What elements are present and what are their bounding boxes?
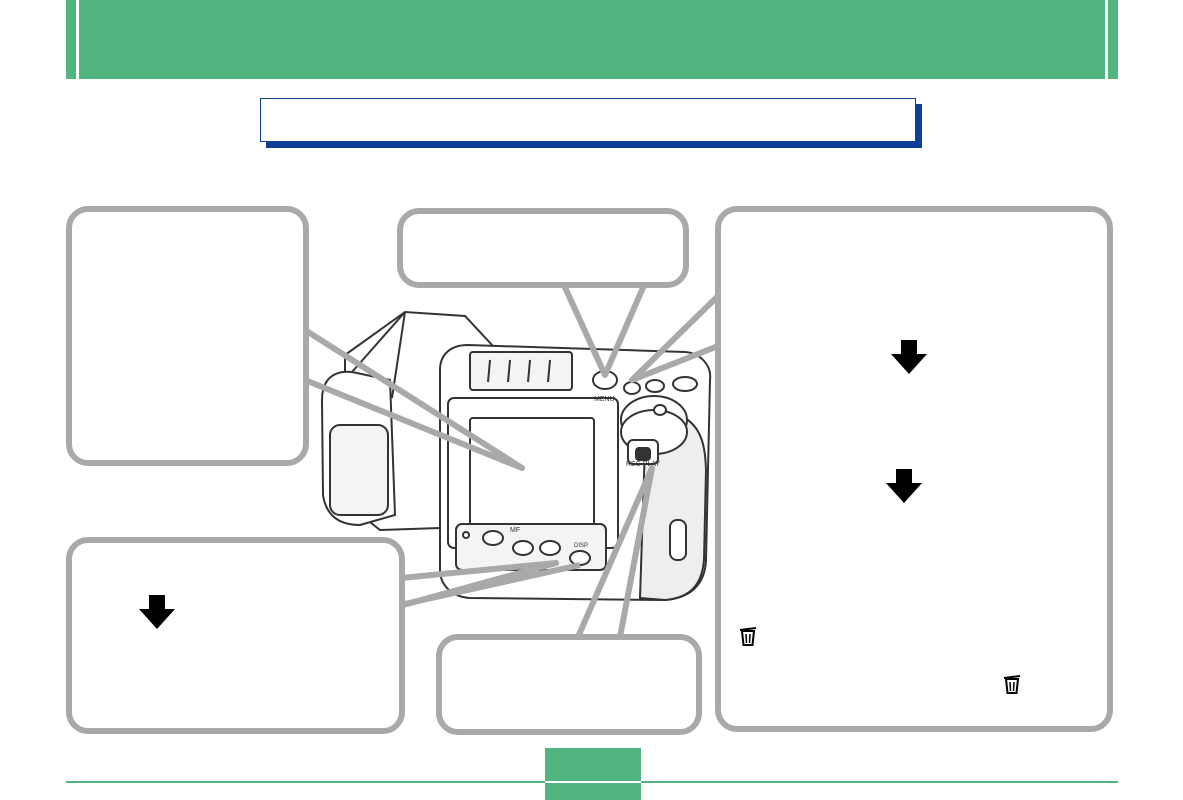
down-arrow-icon	[139, 595, 175, 629]
header-stripe-left	[76, 0, 79, 79]
rec-play-label: REC PLAY	[626, 461, 660, 468]
mf-label: MF	[510, 527, 520, 534]
top-buttons-drawing	[623, 376, 698, 395]
section-title-box	[260, 98, 916, 142]
trash-icon	[1003, 675, 1021, 694]
callout-monitor	[66, 206, 309, 466]
page-tab-band	[545, 781, 641, 783]
header-band	[66, 0, 1118, 79]
trash-icon	[739, 627, 757, 646]
down-arrow-icon	[886, 469, 922, 503]
callout-mode-dial	[715, 206, 1113, 732]
callout-bottom-buttons	[66, 537, 405, 734]
menu-label: MENU	[594, 396, 615, 403]
strap-lug	[669, 519, 687, 561]
mode-dial	[620, 395, 688, 465]
page-number-tab	[545, 748, 641, 800]
disp-label: DISP	[574, 543, 588, 549]
top-status-display	[469, 351, 573, 391]
lcd-monitor	[447, 397, 619, 549]
down-arrow-icon	[891, 340, 927, 374]
header-stripe-right	[1105, 0, 1108, 79]
callout-pointers	[303, 281, 721, 639]
callout-rec-play	[436, 634, 702, 735]
callout-menu-button	[397, 208, 689, 288]
